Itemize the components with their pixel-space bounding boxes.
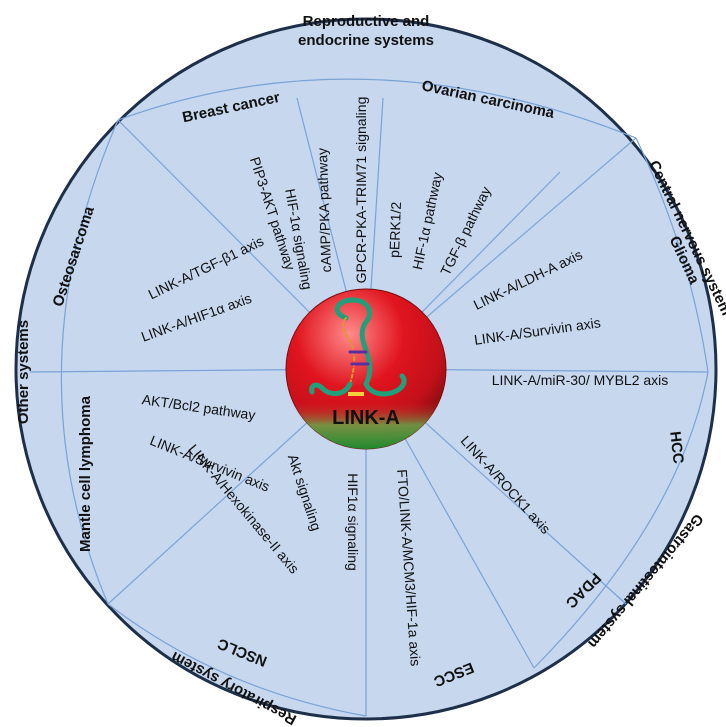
central-band-arc [635, 137, 709, 373]
gastro-band-arc [533, 371, 709, 669]
pathway-hcc-1: LINK-A/miR-30/ MYBL2 axis [492, 372, 669, 388]
cancer-label-hcc: HCC [666, 430, 686, 464]
pathway-breast-3: cAMP/PKA pathway [314, 148, 334, 273]
other-band-arc [60, 119, 119, 605]
system-label-other: Other systems [15, 320, 32, 424]
system-label-reproductive-1: Reproductive and [303, 13, 430, 30]
center-label: LINK-A [332, 407, 400, 429]
cancer-label-mcl: Mantle cell lymphoma [77, 395, 94, 552]
pathway-ovarian-1: pERK1/2 [386, 201, 404, 258]
pathway-breast-4: GPCR-PKA-TRIM71 signaling [353, 97, 369, 284]
lncrna-structure-icon [309, 297, 407, 397]
center-node: LINK-A [285, 288, 447, 450]
respiratory-band-arc [107, 603, 367, 717]
system-label-reproductive-2: endocrine systems [298, 32, 434, 49]
reproductive-band-arc [117, 78, 637, 139]
pathway-nsclc-1: HIF1α signaling [345, 473, 361, 571]
system-band-boundaries [60, 78, 709, 717]
